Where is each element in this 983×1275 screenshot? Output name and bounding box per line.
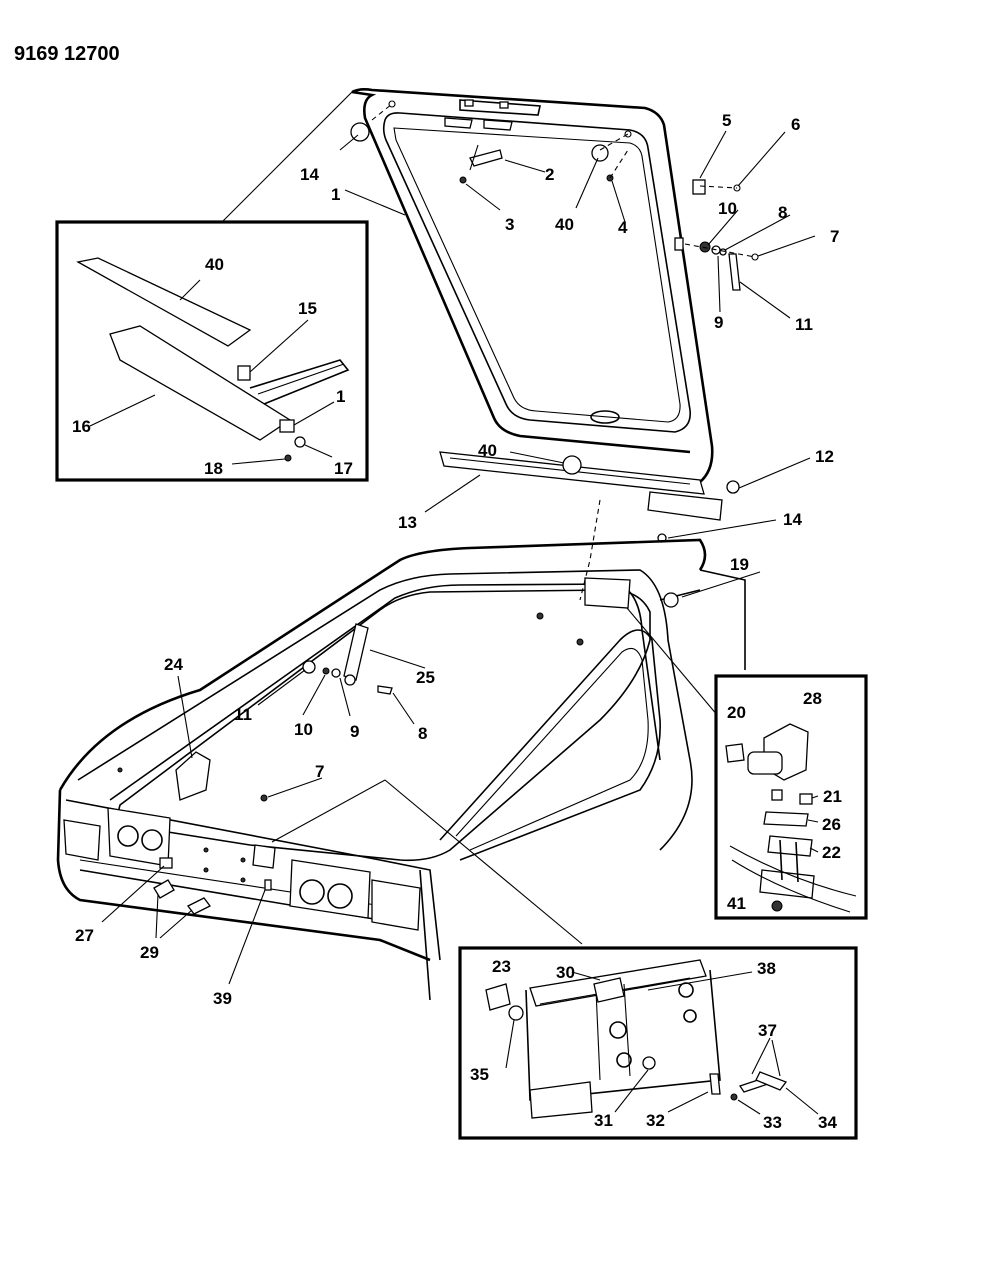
callout-24: 19 [730,555,749,574]
callout-15: 40 [205,255,224,274]
inset-latch-parts [485,959,819,1119]
callout-13: 13 [398,513,417,532]
callout-30: 23 [492,957,511,976]
callout-17: 1 [336,387,345,406]
callout-19: 18 [204,459,223,478]
callout-25: 24 [164,655,183,674]
callout-39: 29 [140,943,159,962]
liftgate-panel [350,88,759,543]
callout-29: 27 [75,926,94,945]
callout-10: 10 [718,199,737,218]
callout-37: 38 [757,959,776,978]
callout-14: 14 [783,510,802,529]
callout-23: 41 [727,894,746,913]
callout-20: 28 [803,689,822,708]
leader-lines-liftgate [339,103,816,601]
callout-5: 5 [722,111,731,130]
callout-11: 11 [795,315,813,334]
callout-28: 39 [213,989,232,1008]
callout-31: 35 [470,1065,489,1084]
callout-labels: 14 1 2 3 40 4 5 6 10 8 7 9 11 40 12 13 1… [72,111,842,1132]
inset-connector-line [221,91,353,223]
callout-21: 20 [727,703,746,722]
callout-40: 14 [300,165,319,184]
callout-35: 37 [758,1021,777,1040]
callout-32: 31 [594,1111,613,1130]
callout-1: 16 [72,417,91,436]
callout-9: 10 [294,720,313,739]
callout-9: 9 [714,313,723,332]
callout-41: 22 [822,843,841,862]
callout-27: 7 [315,762,324,781]
callout-38: 30 [556,963,575,982]
callout-22: 26 [822,815,841,834]
callout-36: 34 [818,1113,837,1132]
callout-7: 8 [418,724,427,743]
callout-2: 2 [545,165,554,184]
callout-8: 8 [778,203,787,222]
callout-33: 32 [646,1111,665,1130]
callout-40: 40 [478,441,497,460]
callout-7: 7 [830,227,839,246]
callout-16: 15 [298,299,317,318]
callout-10: 11 [234,705,252,724]
inset-hinge-parts [725,723,857,913]
callout-40: 40 [555,215,574,234]
callout-34: 33 [763,1113,782,1132]
inset-weatherstrip-parts [76,257,350,465]
callout-26: 21 [823,787,842,806]
callout-4: 4 [618,218,628,237]
callout-18: 17 [334,459,353,478]
vehicle-body [56,538,746,1001]
callout-6: 6 [791,115,800,134]
leader-lines-body [101,571,761,985]
callout-12: 12 [815,447,834,466]
callout-8: 9 [350,722,359,741]
reference-number: 9169 12700 [14,43,120,65]
callout-11: 25 [416,668,435,687]
callout-3: 3 [505,215,514,234]
callout-1: 1 [331,185,340,204]
